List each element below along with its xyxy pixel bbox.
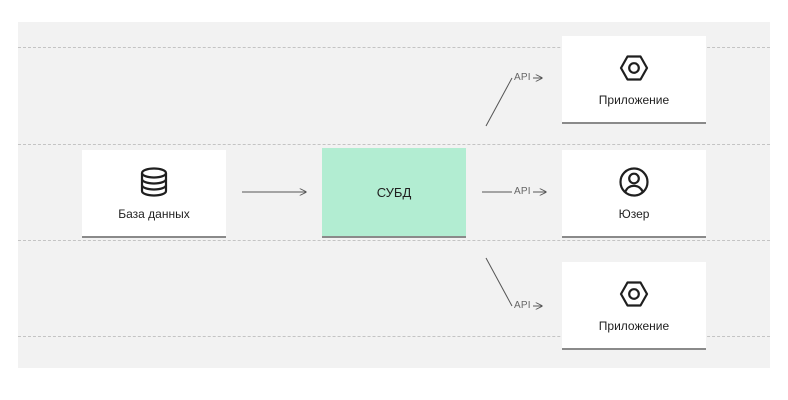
database-icon — [140, 167, 168, 197]
edge-top-label: API — [514, 72, 531, 83]
app-top-node[interactable]: Приложение — [562, 36, 706, 124]
app-bottom-label: Приложение — [598, 319, 670, 333]
edge-bottom-label: API — [514, 300, 531, 311]
dbms-label: СУБД — [376, 184, 412, 200]
lane-divider — [18, 144, 770, 145]
edge-bottom-line — [485, 257, 513, 307]
edge-middle-label: API — [514, 186, 531, 197]
edge-top-line — [485, 77, 513, 127]
lane-divider — [18, 336, 770, 337]
database-label: База данных — [118, 207, 190, 221]
database-node[interactable]: База данных — [82, 150, 226, 238]
app-bottom-node[interactable]: Приложение — [562, 262, 706, 350]
app-top-label: Приложение — [598, 93, 670, 107]
lane-divider — [18, 240, 770, 241]
user-icon — [619, 167, 649, 197]
user-node[interactable]: Юзер — [562, 150, 706, 238]
lane-divider — [18, 47, 770, 48]
dbms-node[interactable]: СУБД — [322, 148, 466, 238]
gear-icon — [619, 55, 649, 81]
gear-icon — [619, 281, 649, 307]
user-label: Юзер — [618, 207, 650, 221]
